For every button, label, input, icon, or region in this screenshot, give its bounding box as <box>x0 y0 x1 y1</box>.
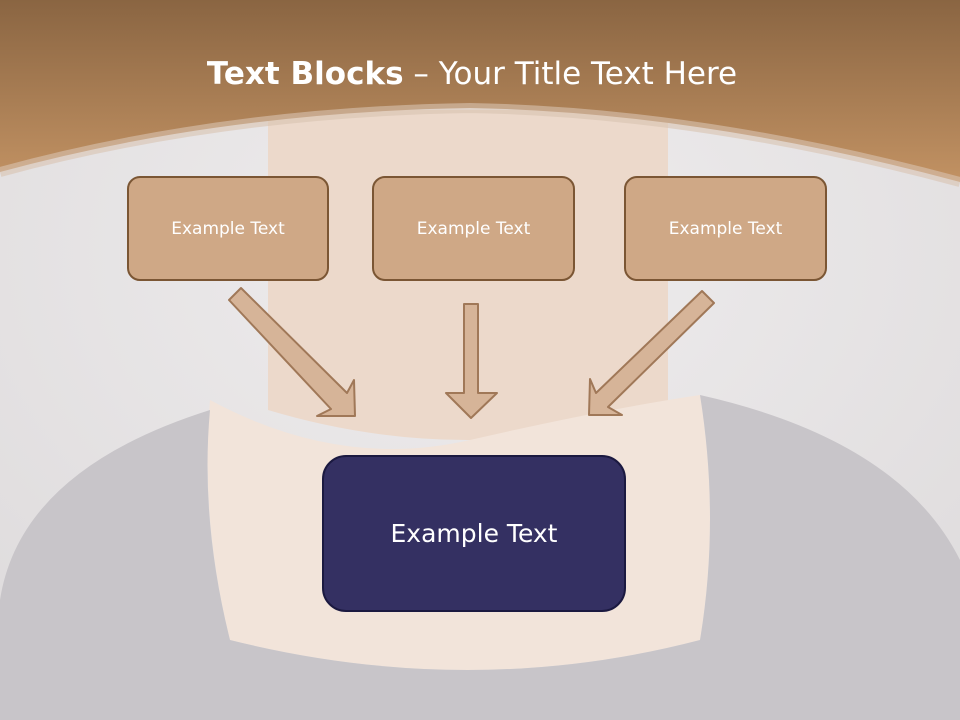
arrow-down-icon <box>445 303 498 419</box>
title-rest: Your Title Text Here <box>438 56 738 92</box>
text-block-2: Example Text <box>372 176 575 281</box>
text-block-label: Example Text <box>668 218 783 239</box>
header-arc-line <box>0 102 960 187</box>
header-band <box>0 0 960 182</box>
text-block-1: Example Text <box>127 176 329 281</box>
arrow-left-icon <box>228 287 356 417</box>
text-block-label: Example Text <box>416 218 531 239</box>
target-block: Example Text <box>322 455 626 612</box>
arrow-right-icon <box>588 290 715 416</box>
text-block-3: Example Text <box>624 176 827 281</box>
slide-title: Text Blocks – Your Title Text Here <box>0 52 944 96</box>
title-bold: Text Blocks <box>206 56 404 92</box>
text-block-label: Example Text <box>171 218 285 239</box>
target-block-label: Example Text <box>390 519 558 548</box>
shirt-shape <box>0 395 960 720</box>
title-dash: – <box>403 56 439 92</box>
